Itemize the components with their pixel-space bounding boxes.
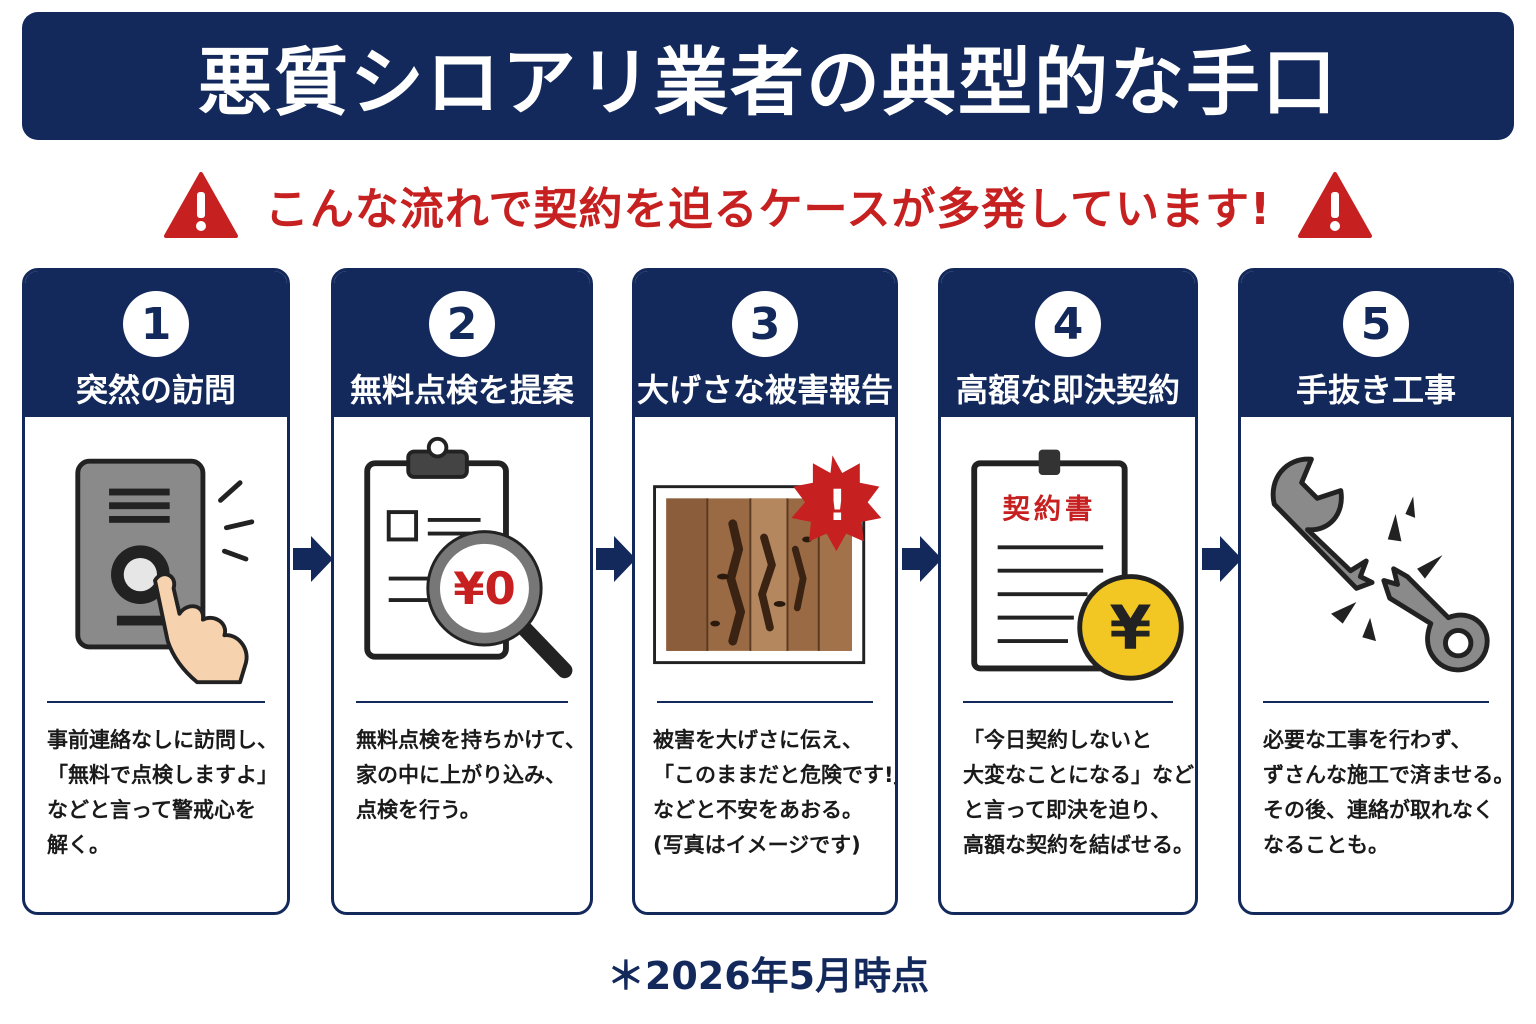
contract-illustration: 契約書 ¥ [941, 429, 1195, 689]
divider [657, 701, 873, 703]
description-line: その後、連絡が取れなく [1263, 798, 1494, 822]
step-number: 2 [429, 291, 495, 357]
step-title: 高額な即決契約 [955, 371, 1180, 409]
description-line: (写真はイメージです) [653, 833, 861, 857]
description-line: 被害を大げさに伝え、 [653, 728, 863, 752]
warning-message: こんな流れで契約を迫るケースが多発しています! [264, 184, 1272, 235]
date-footnote: ＊2026年5月時点 [606, 954, 930, 998]
warning-row: こんな流れで契約を迫るケースが多発しています! [0, 160, 1536, 250]
divider [356, 701, 568, 703]
divider [47, 701, 265, 703]
description-line: 事前連絡なしに訪問し、 [47, 728, 278, 752]
damaged-wood-photo-icon: ! [653, 455, 882, 665]
price-label: ¥0 [453, 562, 516, 615]
broken-wrench-icon [1270, 456, 1490, 673]
yen-coin-icon: ¥ [1109, 594, 1151, 664]
description-line: 大変なことになる」など [963, 763, 1194, 787]
intercom-illustration [25, 429, 287, 689]
contract-document-icon: 契約書 ¥ [971, 449, 1184, 681]
arrow-right-icon [293, 536, 333, 582]
divider [1263, 701, 1489, 703]
step-card-1: 1 突然の訪問 事前連絡なしに訪問し、 「無料で点検しますよ」 などと言って警戒… [22, 268, 290, 915]
description-line: なることも。 [1263, 833, 1389, 857]
intercom-doorbell-icon [75, 458, 255, 685]
step-title: 無料点検を提案 [349, 371, 574, 409]
step-description: 被害を大げさに伝え、 「このままだと危険です!」 などと不安をあおる。 (写真は… [653, 723, 898, 863]
description-line: ずさんな施工で済ませる。 [1263, 763, 1514, 787]
description-line: などと言って警戒心を [47, 798, 256, 822]
description-line: などと不安をあおる。 [653, 798, 863, 822]
step-title: 突然の訪問 [75, 371, 236, 409]
description-line: 点検を行う。 [356, 798, 481, 822]
step-title: 手抜き工事 [1295, 371, 1456, 409]
description-line: 「このままだと危険です!」 [653, 763, 898, 787]
description-line: 解く。 [47, 833, 110, 857]
divider [963, 701, 1173, 703]
warning-triangle-icon [1298, 172, 1373, 238]
contract-title: 契約書 [1003, 493, 1097, 525]
clipboard-magnifier-icon: ¥0 [364, 436, 573, 679]
step-description: 事前連絡なしに訪問し、 「無料で点検しますよ」 などと言って警戒心を 解く。 [47, 723, 278, 863]
arrow-right-icon [596, 536, 636, 582]
description-line: 必要な工事を行わず、 [1263, 728, 1472, 752]
step-card-5: 5 手抜き工事 必要な工事を行わず、 ずさんな施工で済ませる。 その後、連絡が取… [1238, 268, 1514, 915]
page-title: 悪質シロアリ業者の典型的な手口 [198, 39, 1338, 126]
termite-damage-photo: ! [635, 429, 895, 689]
broken-wrench-illustration [1241, 429, 1511, 689]
step-description: 「今日契約しないと 大変なことになる」など と言って即決を迫り、 高額な契約を結… [963, 723, 1194, 863]
description-line: と言って即決を迫り、 [963, 798, 1172, 822]
step-number: 4 [1035, 291, 1101, 357]
step-number: 3 [732, 291, 798, 357]
step-header: 2 無料点検を提案 [334, 271, 590, 417]
step-description: 無料点検を持ちかけて、 家の中に上がり込み、 点検を行う。 [356, 723, 586, 828]
alert-mark: ! [828, 481, 848, 531]
step-description: 必要な工事を行わず、 ずさんな施工で済ませる。 その後、連絡が取れなく なること… [1263, 723, 1514, 863]
description-line: 家の中に上がり込み、 [356, 763, 566, 787]
step-card-2: 2 無料点検を提案 ¥0 無料点検を持ちかけて、 家の中に上がり込み、 点検を行… [331, 268, 593, 915]
arrow-right-icon [902, 536, 942, 582]
step-header: 5 手抜き工事 [1241, 271, 1511, 417]
warning-triangle-icon [163, 172, 238, 238]
step-card-4: 4 高額な即決契約 契約書 ¥ 「今日契約しないと 大変なことになる」など と言… [938, 268, 1198, 915]
description-line: 高額な契約を結ばせる。 [963, 833, 1194, 857]
step-card-3: 3 大げさな被害報告 ! 被害を大げさに伝え、 「このままだと危険です!」 [632, 268, 898, 915]
description-line: 無料点検を持ちかけて、 [356, 728, 586, 752]
step-header: 3 大げさな被害報告 [635, 271, 895, 417]
step-number: 1 [123, 291, 189, 357]
clipboard-magnifier-illustration: ¥0 [334, 429, 590, 689]
title-banner: 悪質シロアリ業者の典型的な手口 [22, 12, 1514, 140]
step-header: 1 突然の訪問 [25, 271, 287, 417]
description-line: 「今日契約しないと [963, 728, 1152, 752]
step-number: 5 [1343, 291, 1409, 357]
arrow-right-icon [1202, 536, 1242, 582]
description-line: 「無料で点検しますよ」 [47, 763, 278, 787]
step-title: 大げさな被害報告 [636, 371, 893, 409]
step-header: 4 高額な即決契約 [941, 271, 1195, 417]
